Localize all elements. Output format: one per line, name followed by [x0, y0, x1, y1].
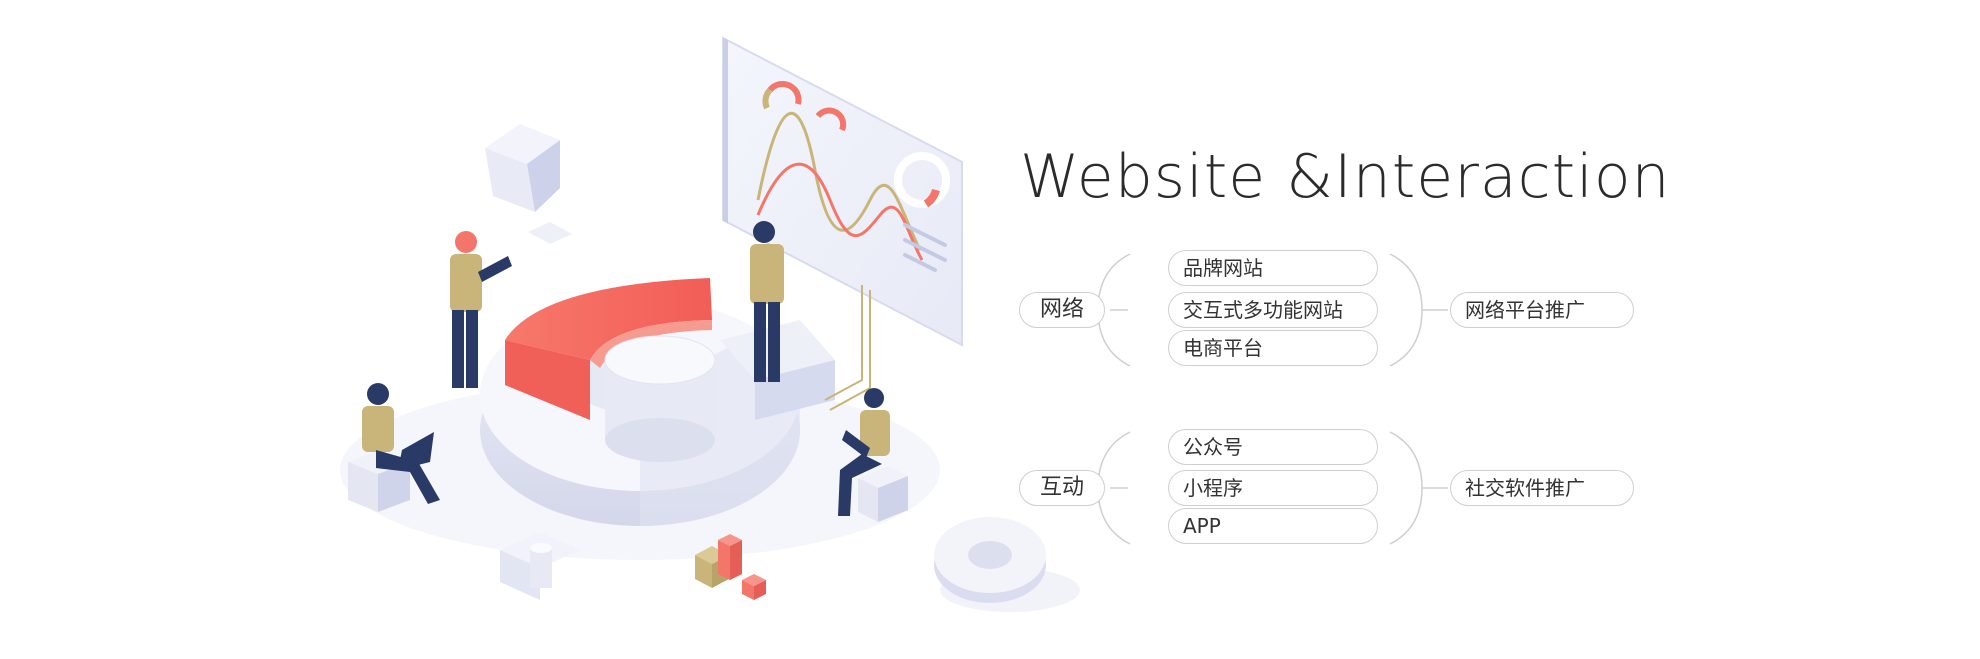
service-item-app: APP — [1168, 508, 1378, 544]
seat-block-right — [858, 466, 908, 522]
service-item-mini-program: 小程序 — [1168, 470, 1378, 506]
red-chart-segment — [505, 278, 712, 420]
center-cylinder — [604, 335, 716, 462]
floating-cube — [485, 124, 572, 244]
service-item-brand-website: 品牌网站 — [1168, 250, 1378, 286]
service-item-interactive-website: 交互式多功能网站 — [1168, 292, 1378, 328]
person-woman-tablet — [450, 231, 512, 388]
page-title: Website &Interaction — [1020, 142, 1671, 212]
person-sitting-laptop-right — [838, 388, 890, 516]
promotion-social-software: 社交软件推广 — [1450, 470, 1634, 506]
person-man-standing — [750, 221, 784, 382]
pedestal-left — [500, 532, 580, 600]
category-interaction: 互动 — [1019, 470, 1105, 506]
service-item-ecommerce-platform: 电商平台 — [1168, 330, 1378, 366]
service-item-official-account: 公众号 — [1168, 429, 1378, 465]
dashboard-panel — [722, 36, 963, 411]
ring-object — [934, 517, 1046, 603]
promotion-network-platform: 网络平台推广 — [1450, 292, 1634, 328]
small-blocks — [695, 534, 766, 600]
person-sitting-laptop-left — [362, 383, 440, 504]
category-network: 网络 — [1019, 292, 1105, 328]
